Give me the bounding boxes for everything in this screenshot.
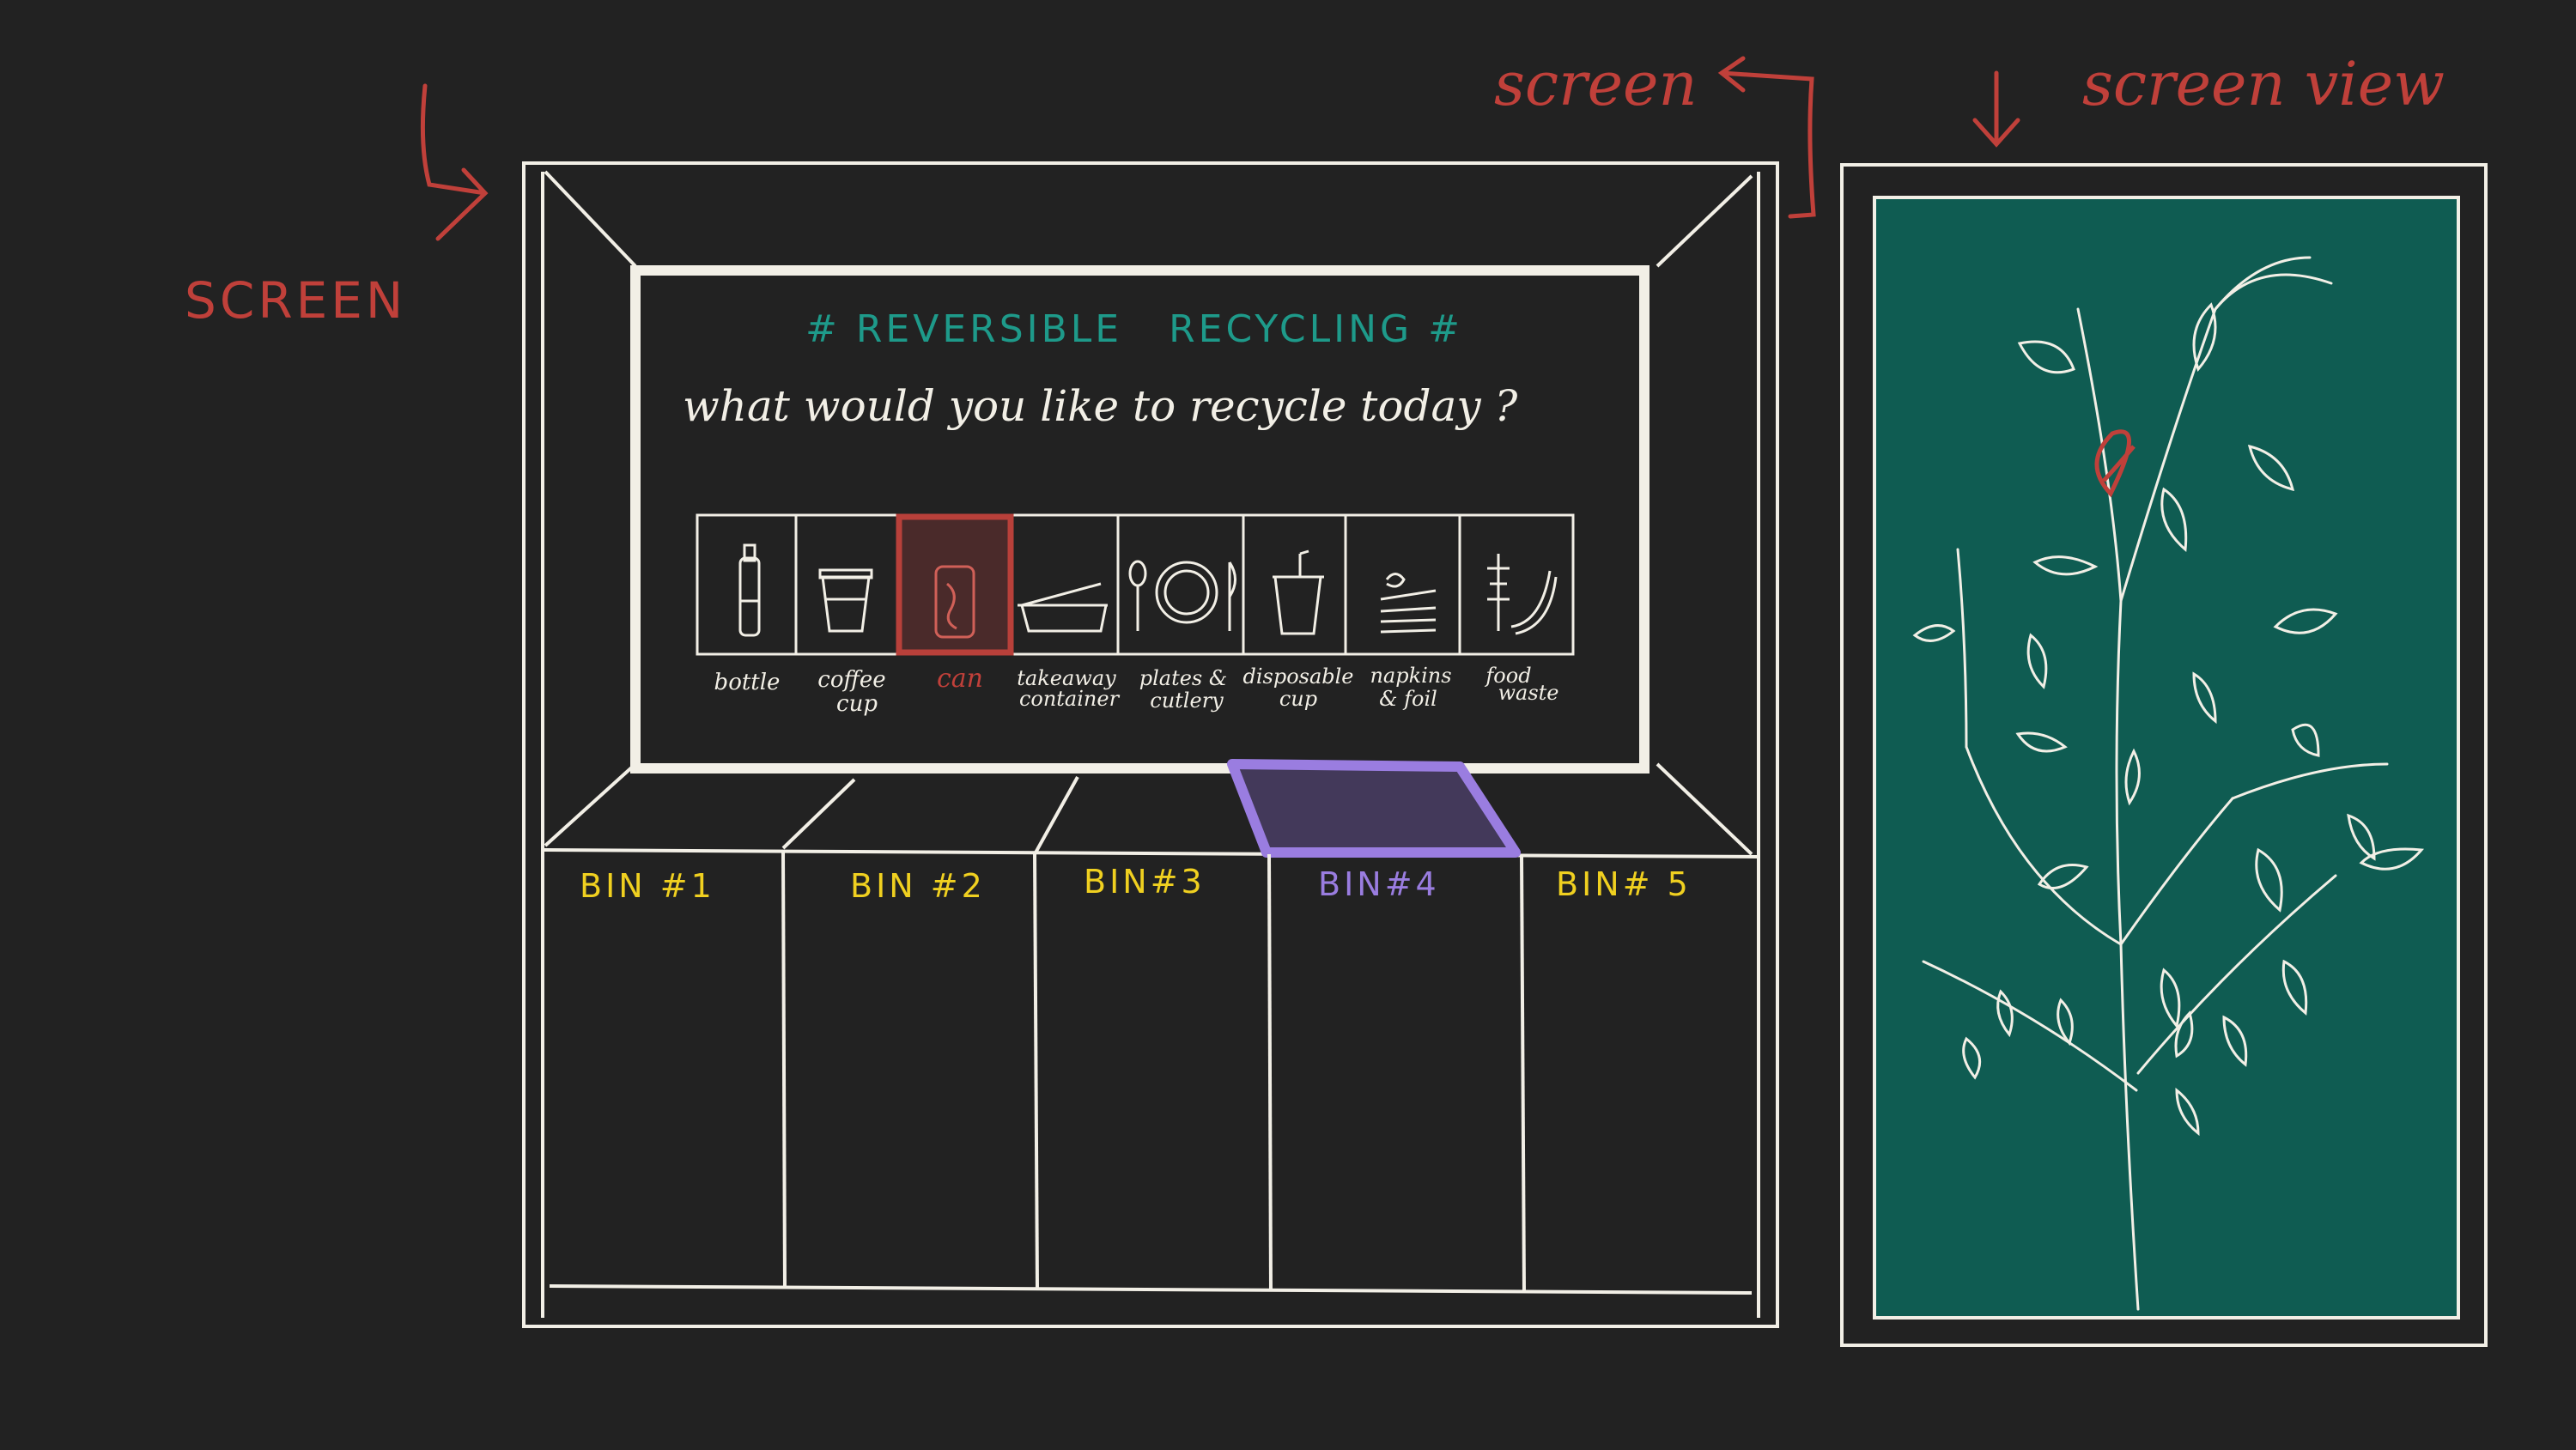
item-napkins-foil[interactable]: napkins & foil <box>1370 515 1461 711</box>
bin-label: BIN #1 <box>580 867 715 905</box>
item-label-line2: & foil <box>1379 687 1437 711</box>
item-label: disposable <box>1242 664 1353 689</box>
bin-label: BIN #2 <box>850 867 986 905</box>
display-prompt: what would you like to recycle today ? <box>683 381 1518 431</box>
disposable-cup-icon <box>1273 549 1324 635</box>
takeaway-container-icon <box>1018 582 1108 633</box>
bin-4-slot-highlight <box>1227 759 1521 858</box>
arrow-icon <box>420 83 489 241</box>
food-waste-icon <box>1487 554 1558 635</box>
item-label-line2: cutlery <box>1150 689 1224 713</box>
item-label: food <box>1484 664 1531 688</box>
tree-icon <box>1912 256 2425 1311</box>
item-plates-cutlery[interactable]: plates & cutlery <box>1128 515 1245 713</box>
selected-highlight <box>896 513 1014 656</box>
arrow-icon <box>1717 56 1816 219</box>
coffee-cup-icon <box>818 568 873 633</box>
bin-3[interactable]: BIN#3 <box>1084 863 1206 901</box>
item-takeaway-container[interactable]: takeaway container <box>1017 515 1121 711</box>
bin-5[interactable]: BIN# 5 <box>1556 865 1692 903</box>
item-bottle[interactable]: bottle <box>714 515 798 695</box>
bottle-icon <box>738 543 761 637</box>
item-label: takeaway <box>1017 666 1116 690</box>
annotation-screen-view: screen view <box>1972 49 2445 148</box>
bin-label: BIN#4 <box>1318 865 1440 903</box>
kiosk-cabinet <box>522 161 1779 1328</box>
item-coffee-cup[interactable]: coffee cup <box>817 515 899 717</box>
bin-4[interactable]: BIN#4 <box>1318 865 1440 903</box>
bin-1[interactable]: BIN #1 <box>580 867 715 905</box>
red-leaf-icon <box>2094 429 2136 498</box>
annotation-screen-left: SCREEN <box>185 83 489 330</box>
can-icon <box>934 565 975 639</box>
item-food-waste[interactable]: food waste <box>1484 554 1559 705</box>
bins: BIN #1 BIN #2 BIN#3 BIN#4 BIN# 5 <box>580 849 1692 1293</box>
plates-cutlery-icon <box>1128 560 1236 631</box>
item-label-line2: cup <box>1279 687 1317 711</box>
item-can[interactable]: can <box>896 513 1014 694</box>
screen-view-panel <box>1840 163 2488 1347</box>
item-label: coffee <box>817 667 885 693</box>
screen-view-label: screen view <box>2082 49 2445 119</box>
down-arrow-icon <box>1972 70 2020 148</box>
annotation-screen-top: screen <box>1494 49 1816 219</box>
item-label-line2: container <box>1019 687 1121 711</box>
screen-left-label: SCREEN <box>185 271 406 330</box>
display-screen: # REVERSIBLE RECYCLING # what would you … <box>630 265 1649 774</box>
screen-top-label: screen <box>1494 49 1698 119</box>
item-label-line2: waste <box>1498 681 1558 705</box>
item-selector: bottle coffee cup <box>696 513 1575 717</box>
item-label: plates & <box>1139 666 1228 690</box>
bin-2[interactable]: BIN #2 <box>850 867 986 905</box>
item-label: bottle <box>714 670 781 695</box>
bin-label: BIN# 5 <box>1556 865 1692 903</box>
display-title: # REVERSIBLE RECYCLING # <box>805 307 1463 351</box>
napkins-foil-icon <box>1380 573 1437 634</box>
item-label: napkins <box>1370 664 1451 688</box>
item-label: can <box>937 664 983 694</box>
bin-label: BIN#3 <box>1084 863 1206 901</box>
item-label-line2: cup <box>836 691 878 717</box>
item-disposable-cup[interactable]: disposable cup <box>1242 515 1354 711</box>
